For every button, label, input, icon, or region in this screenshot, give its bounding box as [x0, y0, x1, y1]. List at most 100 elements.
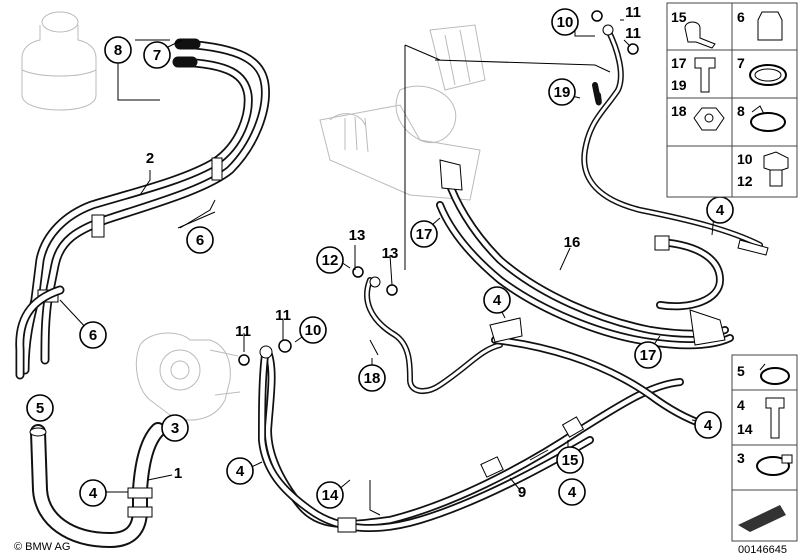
callout-4-bottom-left: 4 — [79, 479, 107, 507]
parts-panel-bottom: 5 4 14 3 — [731, 354, 798, 542]
brand-footer: © BMW AG — [14, 541, 71, 553]
svg-text:4: 4 — [568, 484, 577, 501]
callout-7: 7 — [143, 41, 171, 69]
callout-19: 19 — [548, 78, 576, 106]
label-11-top-b: 11 — [625, 25, 641, 42]
svg-text:11: 11 — [275, 307, 291, 324]
svg-text:13: 13 — [349, 227, 366, 244]
parts-panel-top: 15 6 17 19 7 18 8 10 12 — [666, 2, 798, 198]
clip-icon — [684, 21, 716, 49]
svg-text:7: 7 — [153, 47, 161, 64]
label-11-pump-right: 11 — [275, 307, 291, 324]
panel-label-19: 19 — [671, 77, 687, 93]
svg-text:1: 1 — [174, 465, 182, 482]
pipe-middle — [364, 276, 709, 429]
pipe-top — [581, 24, 769, 256]
svg-text:4: 4 — [716, 202, 725, 219]
callout-4-pump-line: 4 — [226, 457, 254, 485]
panel-label-10: 10 — [737, 151, 753, 167]
panel-label-17: 17 — [671, 55, 687, 71]
callout-17-top: 17 — [410, 220, 438, 248]
panel-bottom-label-4: 4 — [737, 397, 745, 413]
callout-4-right: 4 — [706, 196, 734, 224]
svg-text:17: 17 — [416, 226, 433, 243]
svg-text:12: 12 — [322, 252, 339, 269]
callout-4-lower-right: 4 — [694, 411, 722, 439]
svg-text:8: 8 — [114, 42, 122, 59]
part-number: 00146645 — [738, 544, 787, 556]
svg-text:13: 13 — [382, 245, 399, 262]
hose-1 — [29, 422, 166, 548]
steering-rack-ghost — [319, 24, 486, 201]
callout-15: 15 — [556, 446, 584, 474]
svg-text:4: 4 — [89, 485, 98, 502]
callout-3: 3 — [161, 414, 189, 442]
panel-label-6: 6 — [737, 9, 745, 25]
panel-label-12: 12 — [737, 173, 753, 189]
callout-4-bottom: 4 — [558, 478, 586, 506]
callout-12: 12 — [316, 246, 344, 274]
svg-text:2: 2 — [146, 150, 154, 167]
svg-text:14: 14 — [322, 487, 339, 504]
callout-10-top: 10 — [551, 8, 579, 36]
callout-6-top: 6 — [186, 226, 214, 254]
callout-6-left: 6 — [79, 321, 107, 349]
svg-text:4: 4 — [704, 417, 713, 434]
label-13-a: 13 — [349, 227, 366, 244]
svg-text:11: 11 — [235, 323, 251, 340]
label-11-top-a: 11 — [625, 4, 641, 21]
hose-2 — [15, 38, 270, 380]
hose-16 — [436, 159, 734, 350]
callout-5: 5 — [26, 394, 54, 422]
label-13-b: 13 — [382, 245, 399, 262]
svg-text:6: 6 — [196, 232, 204, 249]
reference-lines — [135, 39, 441, 229]
panel-label-15: 15 — [671, 9, 687, 25]
svg-text:3: 3 — [171, 420, 179, 437]
worm-clamp-icon — [756, 456, 790, 476]
hose-9 — [258, 345, 684, 533]
svg-text:11: 11 — [625, 25, 641, 42]
screw-icon — [765, 397, 785, 439]
svg-text:11: 11 — [625, 4, 641, 21]
svg-text:5: 5 — [36, 400, 44, 417]
panel-label-7: 7 — [737, 55, 745, 71]
rack-outline-top — [434, 59, 611, 73]
svg-text:17: 17 — [640, 347, 657, 364]
callout-14: 14 — [316, 481, 344, 509]
callout-4-mid: 4 — [483, 286, 511, 314]
svg-text:6: 6 — [89, 327, 97, 344]
svg-text:16: 16 — [564, 234, 581, 251]
bolt-icon — [694, 57, 716, 93]
svg-text:4: 4 — [236, 463, 245, 480]
label-11-pump-left: 11 — [235, 323, 251, 340]
svg-text:19: 19 — [554, 84, 571, 101]
svg-text:9: 9 — [518, 484, 526, 501]
seal-rings — [238, 10, 639, 366]
spring-clamp-icon — [750, 112, 786, 132]
panel-bottom-label-3: 3 — [737, 450, 745, 466]
svg-text:10: 10 — [557, 14, 574, 31]
callout-18: 18 — [358, 364, 386, 392]
arrow-icon — [738, 505, 786, 532]
callout-10-pump: 10 — [299, 316, 327, 344]
pump-ghost — [135, 332, 241, 421]
callout-17-bottom: 17 — [634, 341, 662, 369]
svg-text:15: 15 — [562, 452, 579, 469]
panel-label-18: 18 — [671, 103, 687, 119]
label-16: 16 — [564, 234, 581, 251]
label-1: 1 — [174, 465, 182, 482]
panel-label-8: 8 — [737, 103, 745, 119]
label-2: 2 — [146, 150, 154, 167]
cap-icon — [757, 11, 783, 41]
clamp-small-icon — [760, 367, 790, 385]
panel-bottom-label-5: 5 — [737, 363, 745, 379]
panel-bottom-label-14: 14 — [737, 421, 753, 437]
reservoir-ghost — [21, 11, 97, 111]
svg-text:4: 4 — [493, 292, 502, 309]
svg-text:18: 18 — [364, 370, 381, 387]
callout-8: 8 — [104, 36, 132, 64]
label-9: 9 — [518, 484, 526, 501]
plug-icon — [763, 151, 789, 173]
